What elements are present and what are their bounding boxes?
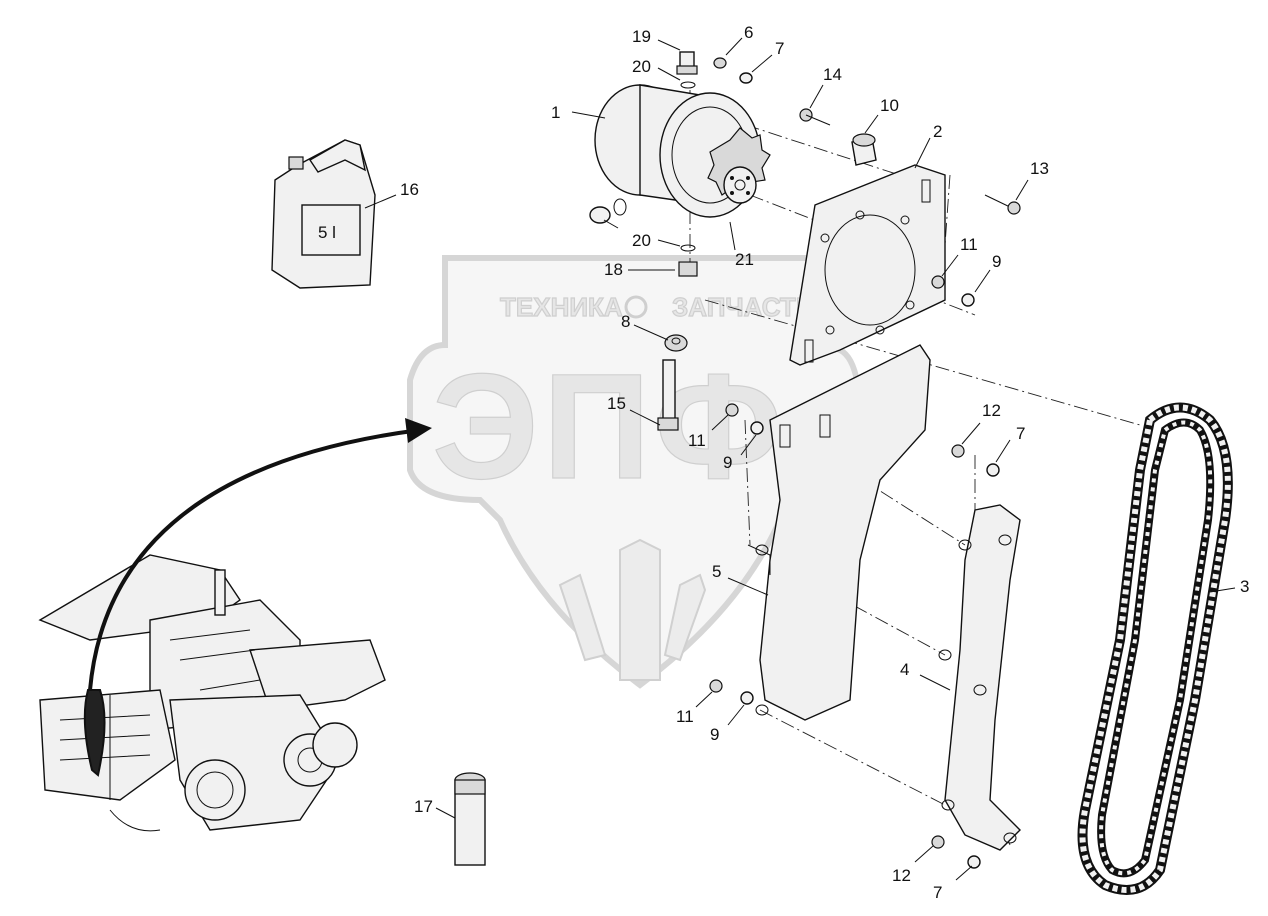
callout-6: 6	[744, 23, 753, 42]
grease-cartridge	[454, 772, 486, 866]
screw-13	[984, 194, 1021, 215]
callout-11c: 11	[676, 707, 694, 726]
callout-21: 21	[735, 250, 754, 269]
callout-16: 16	[400, 180, 419, 199]
callout-17: 17	[414, 797, 433, 816]
callout-1: 1	[551, 103, 560, 122]
oil-canister: 5 l	[271, 139, 376, 289]
callout-11a: 11	[960, 235, 978, 254]
watermark-logo: ЭПФ	[432, 342, 787, 510]
callout-20a: 20	[632, 57, 651, 76]
watermark: ТЕХНИКА ЗАПЧАСТИ ЭПФ	[407, 255, 863, 689]
breather-plug	[676, 51, 698, 89]
watermark-company-suffix: ЗАПЧАСТИ	[672, 292, 815, 322]
gearbox-motor	[594, 84, 771, 218]
callout-3: 3	[1240, 577, 1249, 596]
callout-9a: 9	[992, 252, 1001, 271]
callout-18: 18	[604, 260, 623, 279]
bolt-14	[799, 108, 831, 126]
paver-machine	[38, 554, 386, 832]
watermark-company: ТЕХНИКА	[500, 292, 623, 322]
roller-chain	[1077, 402, 1233, 895]
bolt-15	[657, 359, 679, 431]
callout-8: 8	[621, 312, 630, 331]
screw-washer-top	[713, 57, 753, 84]
callout-12a: 12	[982, 401, 1001, 420]
canister-volume-label: 5 l	[318, 223, 336, 242]
callout-11b: 11	[688, 431, 706, 450]
spacer-10	[851, 133, 877, 166]
mounting-plate	[789, 164, 946, 366]
watermark-gear-icon	[624, 295, 648, 319]
callout-5: 5	[712, 562, 721, 581]
callout-10: 10	[880, 96, 899, 115]
callout-4: 4	[900, 660, 909, 679]
callout-13: 13	[1030, 159, 1049, 178]
callout-2: 2	[933, 122, 942, 141]
drain-plug	[589, 198, 698, 277]
callout-7b: 7	[1016, 424, 1025, 443]
callout-7a: 7	[775, 39, 784, 58]
detail-arrow	[88, 418, 432, 691]
callout-7c: 7	[933, 883, 942, 902]
callout-14: 14	[823, 65, 842, 84]
callout-20b: 20	[632, 231, 651, 250]
callout-numbers: 1 2 3 4 5 6 7 7 7 8 9 9 9 10 11 11 11 12…	[400, 23, 1249, 902]
nut-8	[664, 334, 688, 352]
callout-19: 19	[632, 27, 651, 46]
callout-12b: 12	[892, 866, 911, 885]
callout-9b: 9	[723, 453, 732, 472]
chain-guard	[747, 344, 931, 721]
fasteners	[709, 275, 1000, 869]
callout-leaders	[364, 37, 1236, 881]
lower-guard	[938, 504, 1021, 851]
callout-15: 15	[607, 394, 626, 413]
watermark-wheat-icon	[558, 538, 707, 681]
callout-9c: 9	[710, 725, 719, 744]
